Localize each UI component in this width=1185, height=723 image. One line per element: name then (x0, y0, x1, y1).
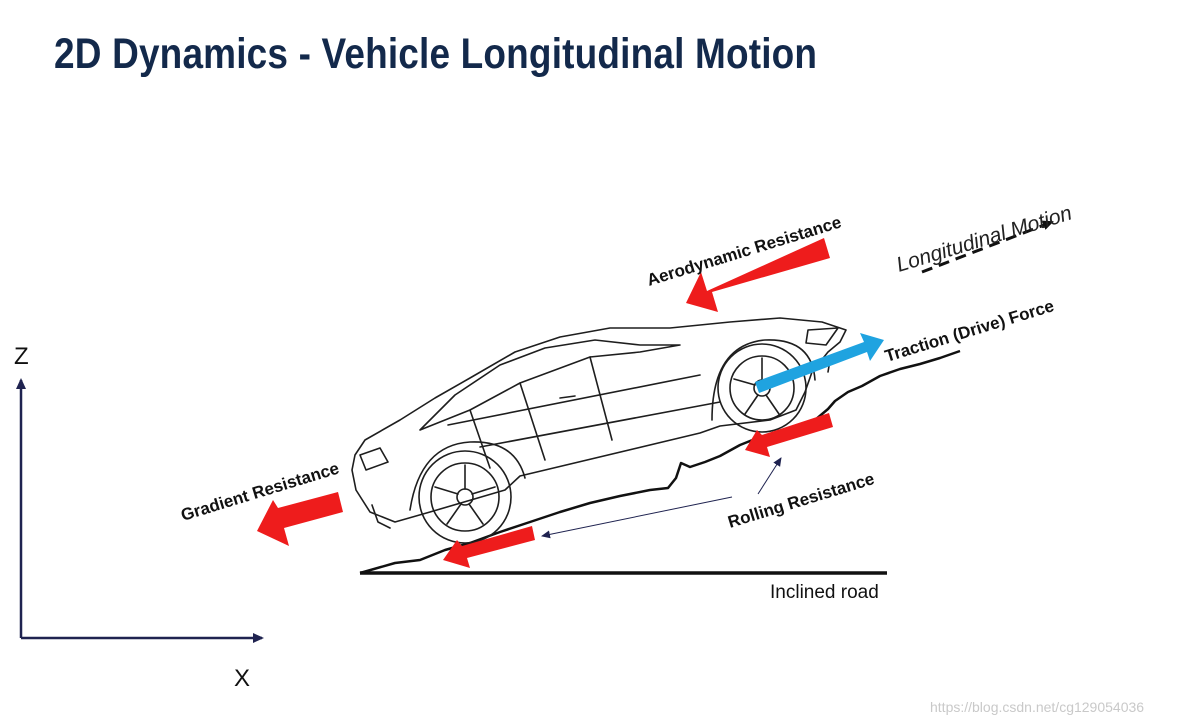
car-illustration (351, 317, 847, 544)
coordinate-axes: Z X (14, 343, 264, 692)
page-title: 2D Dynamics - Vehicle Longitudinal Motio… (54, 30, 818, 78)
watermark: https://blog.csdn.net/cg129054036 (930, 699, 1144, 715)
traction-force-label: Traction (Drive) Force (883, 296, 1057, 366)
rolling-resistance-arrow-rear (443, 526, 535, 568)
rolling-resistance-arrow-front (745, 413, 833, 457)
inclined-road-label: Inclined road (770, 582, 879, 603)
rolling-pointer-rear (541, 496, 733, 539)
rolling-pointer-front (757, 457, 782, 495)
longitudinal-motion-label: Longitudinal Motion (894, 202, 1075, 277)
traction-force-arrow (755, 333, 884, 393)
aerodynamic-resistance-arrow (686, 238, 830, 312)
inclined-road-surface (359, 349, 961, 575)
x-axis-label: X (234, 665, 250, 692)
z-axis-label: Z (14, 343, 29, 370)
rolling-resistance-label: Rolling Resistance (726, 469, 877, 532)
gradient-resistance-arrow (257, 492, 343, 546)
longitudinal-motion-arrow (921, 220, 1054, 274)
